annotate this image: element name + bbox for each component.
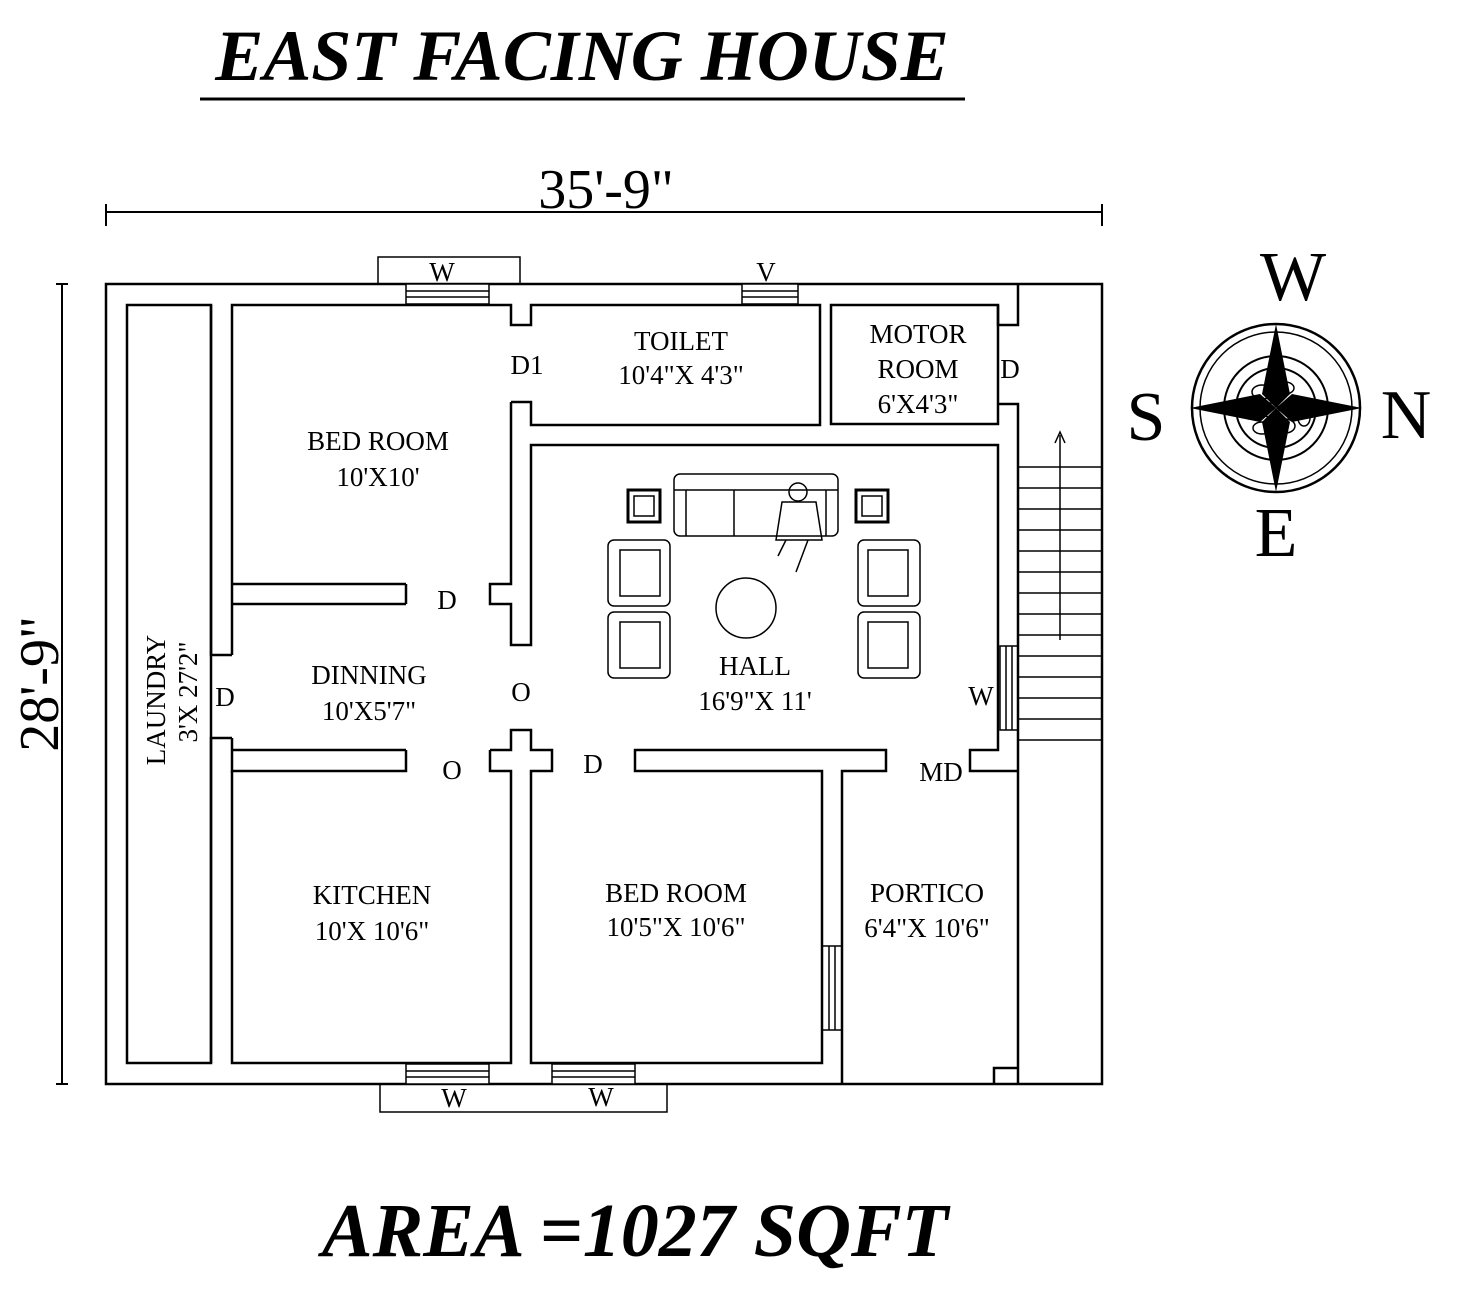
kitchen-size: 10'X 10'6" (315, 916, 430, 946)
hall-opening-label: O (511, 677, 531, 707)
hall-window-label: W (968, 681, 994, 711)
compass-s: S (1127, 379, 1166, 456)
width-dimension: 35'-9" (105, 159, 1103, 226)
room-labels: TOILET 10'4"X 4'3" MOTOR ROOM 6'X4'3" BE… (141, 319, 990, 946)
hall-name: HALL (719, 651, 791, 681)
laundry-name: LAUNDRY (141, 635, 171, 766)
hall-size: 16'9"X 11' (698, 686, 812, 716)
kitchen-opening-label: O (442, 755, 462, 785)
motor-door-label: D (1000, 354, 1020, 384)
window-label-bottom-right: W (588, 1082, 614, 1112)
window-label-bottom-left: W (441, 1083, 467, 1113)
interior-walls (125, 284, 1020, 1084)
portico-name: PORTICO (870, 878, 984, 908)
staircase (1018, 430, 1102, 741)
opening-labels: W V D1 D D D O O D W MD W W (215, 257, 1020, 1113)
portico-size: 6'4"X 10'6" (864, 913, 990, 943)
compass-icon: W S N E (1127, 239, 1432, 572)
window-bottom-box (379, 1083, 668, 1113)
depth-dimension: 28'-9" (9, 283, 71, 1085)
compass-e: E (1255, 495, 1298, 572)
bedroom-bottom-size: 10'5"X 10'6" (606, 912, 745, 942)
main-door-label: MD (919, 757, 963, 787)
motor-room-size: 6'X4'3" (878, 389, 959, 419)
kitchen-name: KITCHEN (313, 880, 431, 910)
door1-label: D1 (511, 350, 544, 380)
plan-title: EAST FACING HOUSE (214, 16, 949, 96)
ventilator-label: V (756, 257, 776, 287)
laundry-size: 3'X 27'2" (173, 642, 203, 743)
bedroom-top-name: BED ROOM (307, 426, 449, 456)
compass-n: N (1381, 377, 1432, 454)
motor-room-name1: MOTOR (869, 319, 966, 349)
window-label-top: W (429, 257, 455, 287)
dinning-size: 10'X5'7" (322, 696, 416, 726)
area-label: AREA =1027 SQFT (318, 1189, 951, 1273)
toilet-name: TOILET (634, 326, 728, 356)
depth-label: 28'-9" (9, 616, 71, 752)
motor-room-name2: ROOM (877, 354, 958, 384)
width-label: 35'-9" (538, 159, 674, 221)
bedroom-top-size: 10'X10' (336, 462, 419, 492)
compass-w: W (1260, 239, 1326, 316)
laundry-door-label: D (215, 682, 235, 712)
bedroom-door-label: D (437, 585, 457, 615)
bedroom2-door-label: D (583, 749, 603, 779)
dinning-name: DINNING (311, 660, 426, 690)
hall-furniture (607, 473, 921, 679)
toilet-size: 10'4"X 4'3" (618, 360, 744, 390)
bedroom-bottom-name: BED ROOM (605, 878, 747, 908)
